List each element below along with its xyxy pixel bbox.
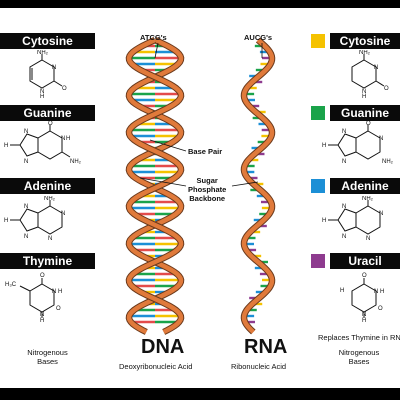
rna-subtitle: Ribonucleic Acid [231, 362, 287, 371]
svg-text:N: N [374, 65, 378, 71]
svg-text:H: H [340, 288, 344, 294]
rna-title: RNA [244, 336, 288, 358]
svg-text:N: N [24, 204, 28, 210]
base-pair-annotation: Base Pair [188, 147, 223, 156]
svg-text:N: N [342, 159, 346, 165]
bottom-border [0, 388, 400, 400]
left-label-guanine: Guanine [0, 105, 95, 121]
svg-text:NH₂: NH₂ [359, 50, 371, 56]
rna-strand-a [241, 38, 275, 334]
top-border [0, 0, 400, 8]
svg-text:N: N [40, 89, 44, 95]
dna-strand-a [126, 37, 184, 335]
left-label-cytosine: Cytosine [0, 33, 95, 49]
guanine-swatch [311, 106, 325, 120]
dna-title: DNA [141, 336, 185, 358]
svg-text:N: N [52, 289, 56, 295]
svg-text:O: O [62, 86, 67, 92]
left-label-thymine: Thymine [0, 253, 95, 269]
svg-text:H: H [362, 94, 366, 98]
svg-text:H: H [362, 318, 366, 324]
svg-text:H: H [380, 289, 384, 295]
svg-text:H: H [322, 218, 326, 224]
svg-text:O: O [362, 273, 367, 279]
svg-text:NH₂: NH₂ [362, 196, 374, 202]
adenine-structure-right-icon: NH₂ N N N N H [322, 196, 383, 242]
svg-text:N: N [61, 136, 65, 142]
thymine-structure-icon: O H₃C N H N H O [5, 273, 62, 324]
replaces-note: Replaces Thymine in RNA [318, 333, 400, 342]
svg-text:H: H [58, 289, 62, 295]
dna-tag-pointer [154, 42, 159, 59]
rna-tag: AUCG's [244, 33, 273, 42]
svg-text:H: H [4, 143, 8, 149]
svg-text:H: H [322, 143, 326, 149]
adenine-structure-icon: NH₂ N N N N H [4, 196, 65, 242]
svg-text:N: N [362, 312, 366, 318]
svg-text:N: N [342, 129, 346, 135]
guanine-structure-icon: O N H N N H NH₂ [4, 121, 82, 165]
svg-text:N: N [24, 159, 28, 165]
svg-text:H₃C: H₃C [5, 282, 17, 288]
backbone-pointer-dna [139, 177, 187, 187]
cytosine-structure-right-icon: NH₂ N N H O [351, 50, 389, 98]
svg-text:O: O [366, 121, 371, 127]
svg-text:N: N [61, 211, 65, 217]
svg-text:N: N [48, 236, 52, 242]
right-label-guanine: Guanine [330, 105, 400, 121]
dna-strand-b [126, 37, 184, 335]
svg-text:N: N [374, 289, 378, 295]
right-label-adenine: Adenine [330, 178, 400, 194]
svg-text:O: O [56, 306, 61, 312]
right-label-cytosine: Cytosine [330, 33, 400, 49]
svg-text:O: O [40, 273, 45, 279]
left-label-adenine: Adenine [0, 178, 95, 194]
backbone-annotation: Sugar Phosphate Backbone [188, 176, 227, 203]
base-pair-pointer [149, 139, 187, 152]
uracil-structure-icon: O H N H N H O [340, 273, 384, 324]
svg-text:N: N [342, 204, 346, 210]
dna-subtitle: Deoxyribonucleic Acid [119, 362, 193, 371]
guanine-structure-right-icon: O N N N H NH₂ [322, 121, 394, 165]
backbone-pointer-rna [231, 181, 259, 187]
svg-text:N: N [52, 65, 56, 71]
svg-text:N: N [366, 236, 370, 242]
adenine-swatch [311, 179, 325, 193]
svg-text:H: H [66, 136, 70, 142]
svg-text:H: H [40, 318, 44, 324]
svg-text:N: N [24, 234, 28, 240]
cytosine-structure-icon: NH₂ N N H O [29, 50, 67, 98]
svg-text:N: N [40, 312, 44, 318]
svg-text:N: N [342, 234, 346, 240]
svg-text:H: H [40, 94, 44, 98]
svg-text:NH₂: NH₂ [44, 196, 56, 202]
uracil-swatch [311, 254, 325, 268]
cytosine-swatch [311, 34, 325, 48]
right-label-uracil: Uracil [330, 253, 400, 269]
svg-text:O: O [48, 121, 53, 127]
svg-text:NH₂: NH₂ [37, 50, 49, 56]
svg-text:N: N [379, 211, 383, 217]
left-caption: Nitrogenous Bases [27, 348, 68, 366]
svg-text:N: N [379, 136, 383, 142]
svg-text:N: N [24, 129, 28, 135]
svg-text:O: O [384, 86, 389, 92]
svg-text:O: O [378, 306, 383, 312]
svg-text:H: H [4, 218, 8, 224]
svg-text:NH₂: NH₂ [382, 159, 394, 165]
right-caption: Nitrogenous Bases [338, 348, 380, 366]
svg-text:NH₂: NH₂ [70, 159, 82, 165]
dna-tag: ATCG's [140, 33, 167, 42]
svg-text:N: N [362, 89, 366, 95]
